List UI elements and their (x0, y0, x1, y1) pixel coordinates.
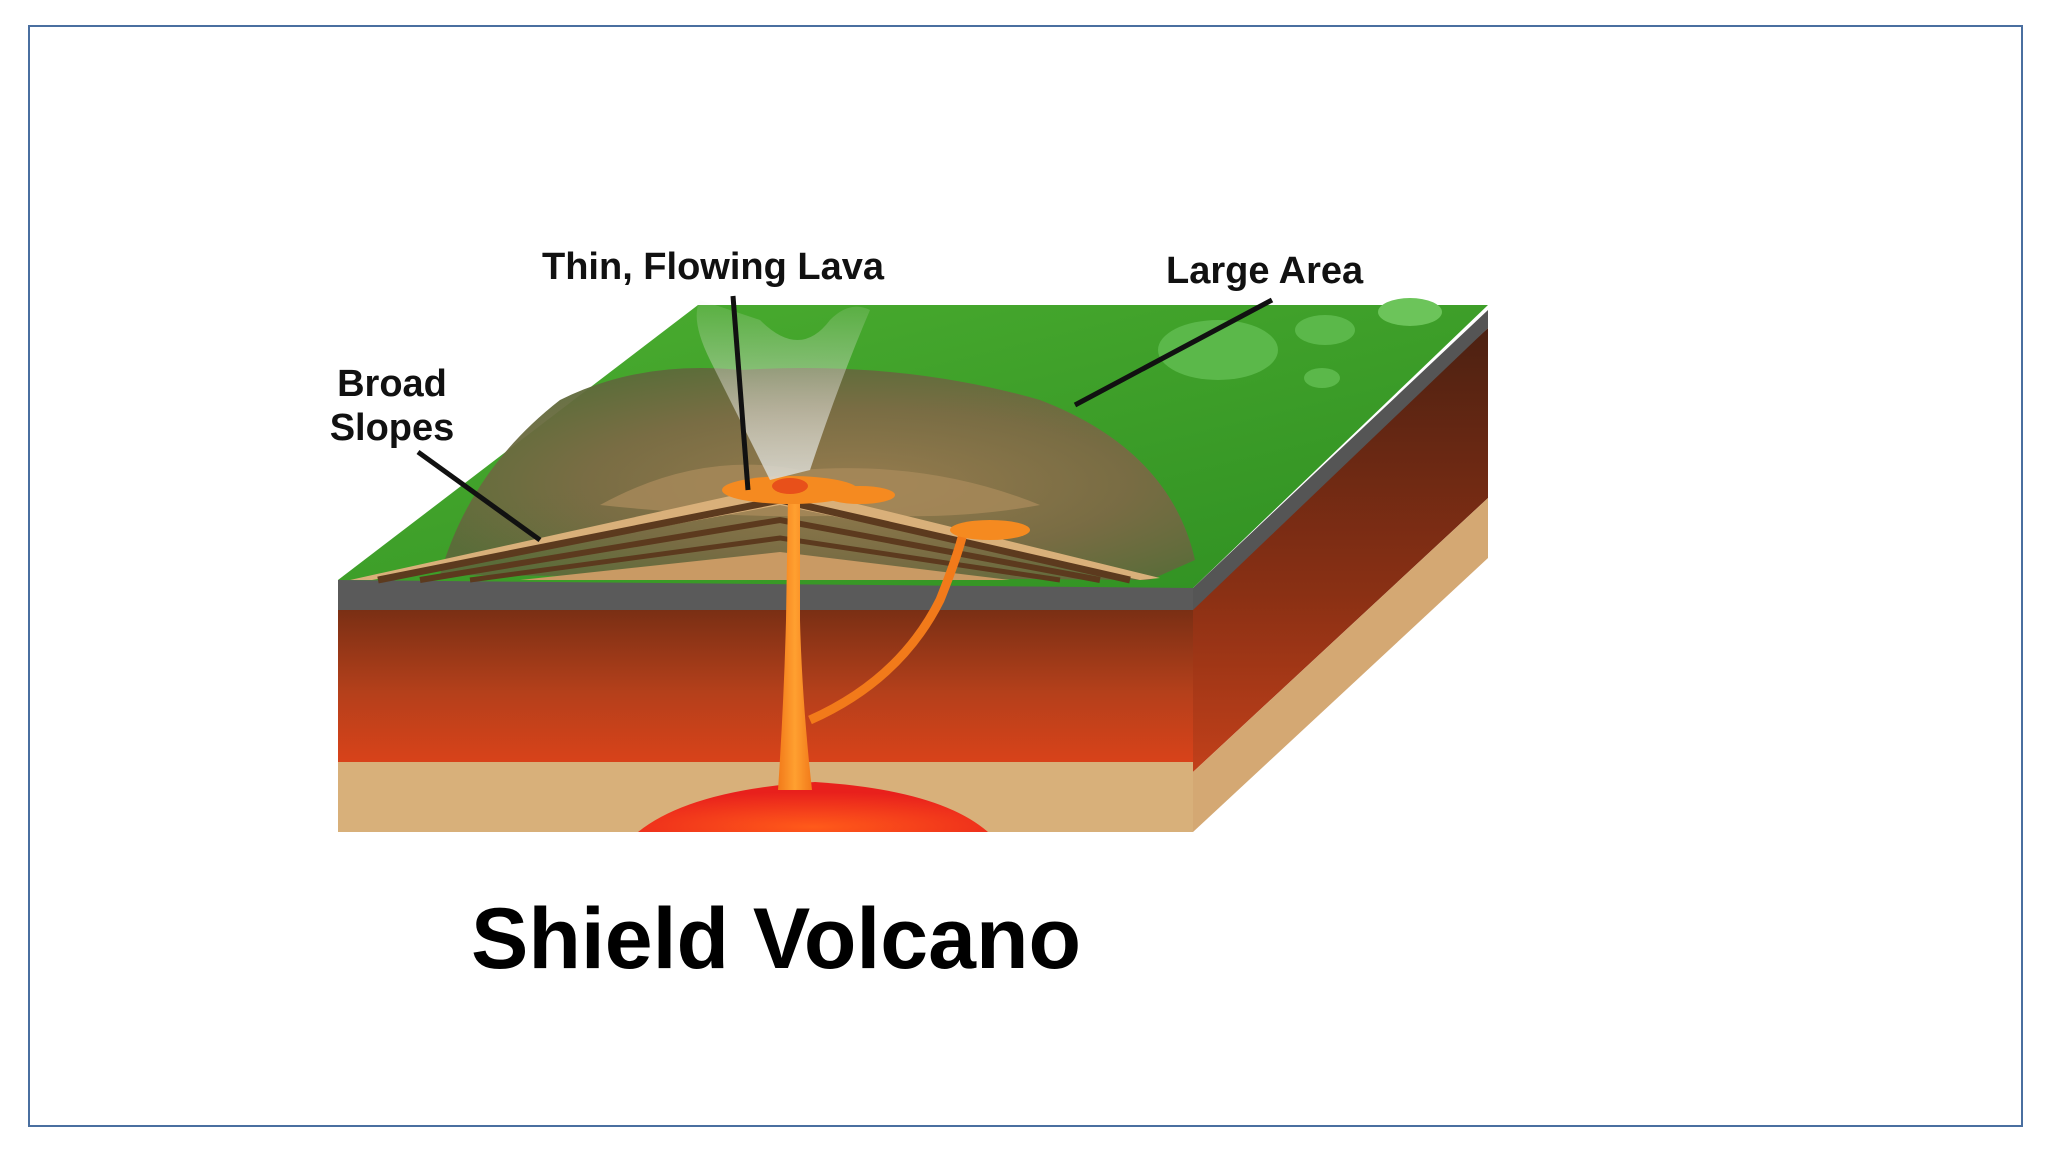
summit-lava-pool (825, 486, 895, 504)
diagram-title: Shield Volcano (471, 891, 1081, 987)
steam-plume (696, 300, 870, 480)
leader-line-broad-slopes (416, 449, 542, 543)
grass-hill (1158, 320, 1278, 380)
label-thin-flowing-lava: Thin, Flowing Lava (542, 246, 885, 288)
magma-chamber (638, 782, 988, 832)
label-broad-slopes-line2: Slopes (330, 407, 455, 449)
side-vent-lava (950, 520, 1030, 540)
block-side-sand (1193, 498, 1488, 832)
leader-line-large-area (1073, 297, 1274, 408)
block-side-crust (1193, 328, 1488, 772)
side-vent-conduit (808, 524, 970, 725)
block-front-crust (338, 610, 1193, 762)
grass-hill (1378, 298, 1442, 326)
main-conduit (778, 495, 812, 790)
grass-hill (1304, 368, 1340, 388)
label-large-area: Large Area (1166, 250, 1364, 292)
lava-layer-line (469, 535, 1061, 583)
lava-layer-fill (520, 552, 1010, 580)
leader-line-thin-flowing-lava (730, 295, 751, 491)
summit-vent (772, 478, 808, 494)
grass-hill (1295, 315, 1355, 345)
block-side-rock-band (1193, 310, 1488, 610)
label-broad-slopes-line1: Broad (337, 363, 447, 405)
lava-layer-line (419, 516, 1101, 583)
